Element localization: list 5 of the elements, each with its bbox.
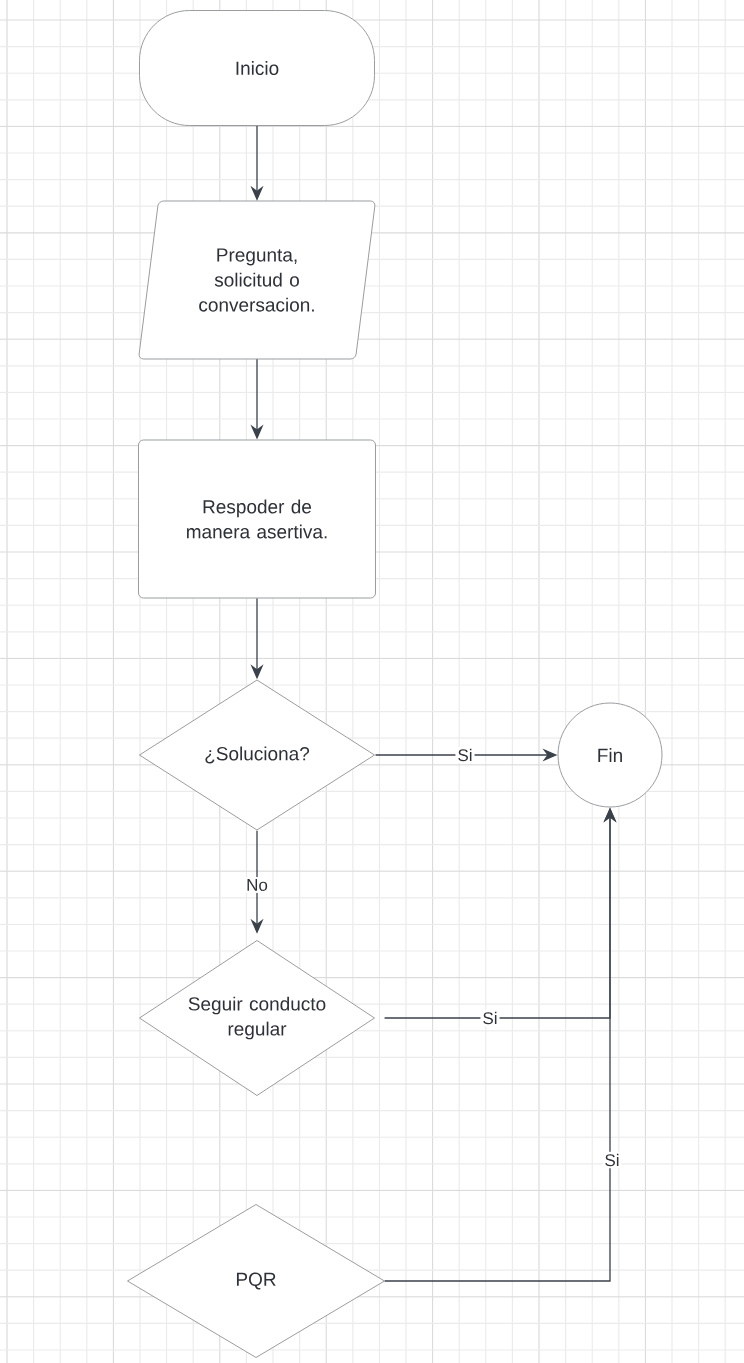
process-box: Respoder de manera asertiva. [138, 439, 376, 599]
node-label: PQR [236, 1272, 276, 1290]
input-parallelogram: Pregunta, solicitud o conversacion. [138, 200, 376, 360]
start-terminal: Inicio [139, 10, 375, 126]
edge-label: No [244, 877, 270, 893]
